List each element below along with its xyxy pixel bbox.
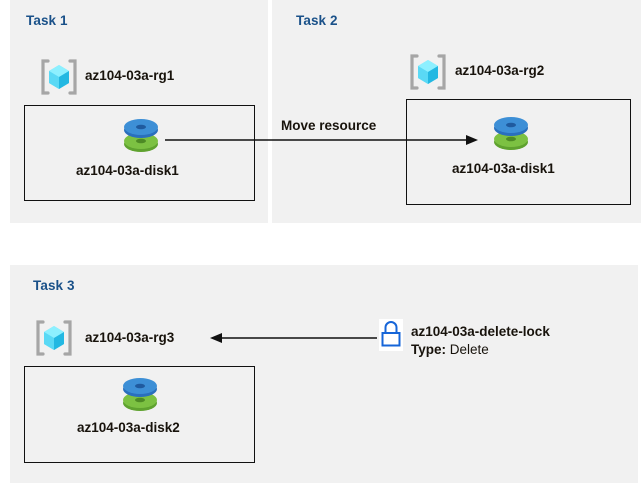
task2-rg-label: az104-03a-rg2	[455, 63, 545, 78]
resource-group-cube-icon	[38, 57, 80, 97]
task1-resource-box	[24, 105, 255, 201]
task3-title: Task 3	[33, 278, 75, 293]
lock-applies-arrow	[210, 333, 377, 343]
task3-resource-label: az104-03a-disk2	[77, 420, 180, 435]
delete-lock-name: az104-03a-delete-lock	[411, 324, 550, 339]
managed-disk-icon	[490, 112, 532, 154]
task2-panel	[272, 0, 641, 223]
task1-panel	[10, 0, 268, 223]
padlock-icon	[379, 319, 403, 351]
task2-resource-label: az104-03a-disk1	[452, 161, 555, 176]
task1-resource-label: az104-03a-disk1	[76, 163, 179, 178]
resource-group-cube-icon	[33, 318, 75, 358]
task3-resource-box	[24, 366, 255, 463]
move-resource-arrow	[165, 135, 478, 145]
managed-disk-icon	[120, 114, 162, 156]
task1-rg-label: az104-03a-rg1	[85, 68, 175, 83]
resource-group-cube-icon	[407, 52, 449, 92]
task3-rg-label: az104-03a-rg3	[85, 330, 175, 345]
task2-title: Task 2	[296, 13, 338, 28]
delete-lock-type-label: Type:	[411, 342, 447, 357]
delete-lock-type: Type: Delete	[411, 342, 489, 357]
task3-panel	[10, 265, 638, 483]
task1-title: Task 1	[26, 13, 68, 28]
task2-resource-box	[406, 99, 631, 205]
move-resource-label: Move resource	[281, 118, 377, 133]
delete-lock-type-value: Delete	[449, 342, 489, 357]
managed-disk-icon	[119, 373, 161, 415]
